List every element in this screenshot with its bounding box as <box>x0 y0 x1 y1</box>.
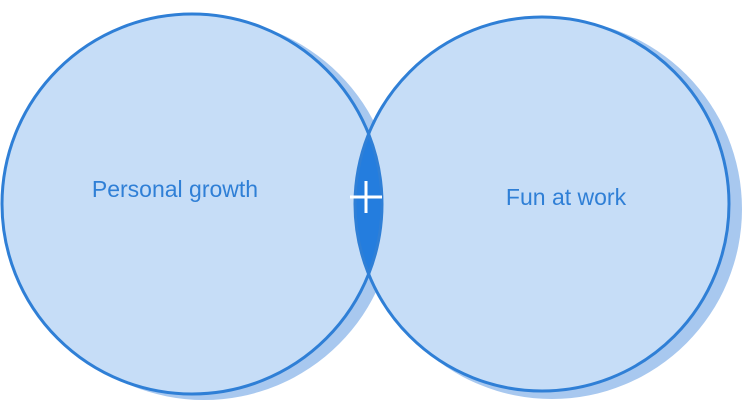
left-circle <box>2 14 382 394</box>
left-circle-label: Personal growth <box>92 176 258 202</box>
right-circle-outline <box>353 15 731 393</box>
right-circle-label: Fun at work <box>506 184 627 210</box>
left-circle-outline <box>0 12 384 396</box>
right-circle <box>355 17 729 391</box>
plus-icon <box>350 181 382 213</box>
